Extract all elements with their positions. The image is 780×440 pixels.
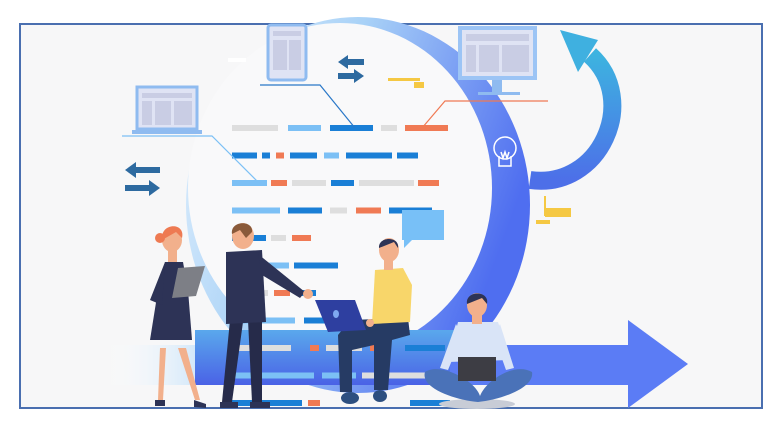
swap-arrows-icon [338, 55, 364, 83]
code-segment [381, 125, 397, 131]
person-woman-tablet [150, 226, 206, 408]
code-segment [232, 180, 267, 186]
code-segment [304, 317, 330, 324]
connector-line [122, 135, 259, 183]
code-segment [410, 400, 450, 406]
arrow-head [628, 320, 688, 408]
monitor-icon [458, 26, 537, 95]
code-segment [362, 372, 427, 379]
code-segment [405, 345, 445, 351]
code-segment [288, 125, 321, 131]
swap-arrows-icon [125, 162, 160, 196]
tablet-icon [266, 23, 308, 82]
code-segment [232, 372, 314, 379]
code-segment [330, 125, 373, 131]
code-segment [292, 235, 311, 241]
laptop-icon [132, 85, 202, 134]
code-segment [257, 262, 289, 269]
person-man-standing [220, 223, 313, 408]
code-segment [359, 180, 414, 186]
code-segment [274, 290, 290, 296]
chat-bubble-icon [402, 210, 444, 248]
lightbulb-icon [493, 136, 517, 167]
curved-arrow-head [560, 30, 598, 72]
curved-arrow [528, 48, 622, 190]
code-segment [232, 125, 278, 131]
code-segment [324, 152, 339, 159]
yellow-accent [388, 78, 571, 224]
code-segment [397, 152, 418, 159]
code-segment [232, 152, 257, 159]
code-segment [346, 152, 392, 159]
code-segment [331, 180, 354, 186]
person-man-laptop-yellow [315, 238, 412, 404]
dash [228, 58, 246, 62]
connector-line [260, 84, 356, 129]
code-segment [322, 372, 356, 379]
code-segment [262, 152, 270, 159]
code-segment [405, 125, 448, 131]
code-segment [292, 180, 326, 186]
code-segment [271, 180, 287, 186]
code-segment [310, 345, 319, 351]
code-segment [290, 152, 317, 159]
code-segment [308, 400, 320, 406]
code-segment [276, 152, 284, 159]
code-segment [330, 207, 347, 214]
code-segment [294, 262, 338, 269]
code-segment [232, 207, 280, 214]
code-segment [288, 207, 322, 214]
code-segment [418, 180, 439, 186]
code-segment [271, 235, 286, 241]
connector-line [421, 100, 548, 129]
code-segment [356, 207, 381, 214]
person-man-crosslegged [424, 293, 533, 409]
